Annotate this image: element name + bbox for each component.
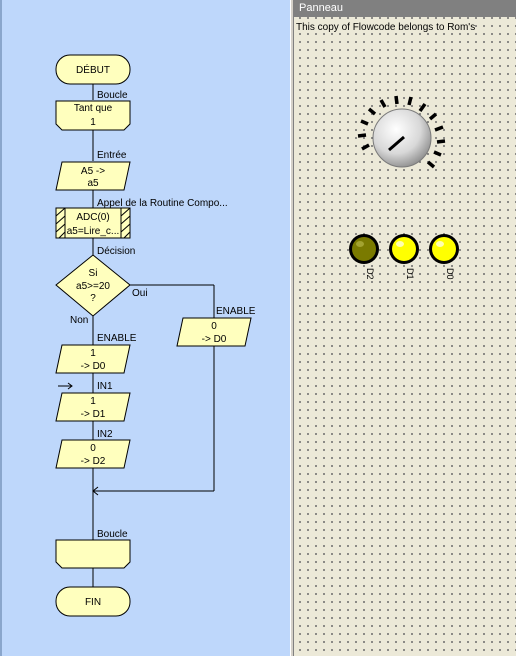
output-in1-label: IN1: [97, 381, 113, 392]
output-enable-right-label: ENABLE: [216, 306, 256, 317]
loop-condition-line2: 1: [90, 117, 96, 128]
decision-text-line2: a5>=20: [76, 281, 110, 292]
pane-splitter[interactable]: [290, 0, 294, 656]
loop-end-block[interactable]: [55, 539, 131, 569]
decision-text-line3: ?: [90, 293, 96, 304]
no-branch-label: Non: [70, 315, 88, 326]
macro-label: Appel de la Routine Compo...: [97, 198, 228, 209]
output-in2-line1: 0: [90, 443, 96, 454]
loop-label: Boucle: [97, 90, 128, 101]
led-d2: D2: [349, 234, 379, 280]
panel-title: Panneau: [294, 0, 516, 17]
input-text-line2: a5: [87, 178, 99, 189]
loop-end-label: Boucle: [97, 529, 128, 540]
output-in1-block[interactable]: [55, 392, 131, 422]
rotary-knob-icon[interactable]: [357, 95, 446, 169]
decision-label: Décision: [97, 246, 135, 257]
panel-window[interactable]: Panneau This copy of Flowcode belongs to…: [294, 0, 516, 656]
start-terminal[interactable]: [55, 54, 131, 85]
macro-block[interactable]: [55, 207, 131, 239]
input-label: Entrée: [97, 150, 127, 161]
macro-text-line2: a5=Lire_c...: [67, 226, 120, 237]
output-in2-label: IN2: [97, 429, 113, 440]
led-d2-label: D2: [365, 268, 375, 280]
output-enable-left-label: ENABLE: [97, 333, 137, 344]
output-enable-right-line1: 0: [211, 321, 217, 332]
output-enable-left-line1: 1: [90, 348, 96, 359]
flowchart-pane[interactable]: DÉBUT Boucle Tant que 1 Entrée A5 -> a5 …: [0, 0, 290, 656]
end-label: FIN: [85, 597, 101, 608]
decision-text-line1: Si: [89, 268, 98, 279]
led-d0: D0: [429, 234, 459, 280]
macro-text-line1: ADC(0): [76, 212, 109, 223]
output-in1-line1: 1: [90, 396, 96, 407]
output-enable-left-block[interactable]: [55, 344, 131, 374]
input-text-line1: A5 ->: [81, 166, 105, 177]
panel-components: D2 D1 D0: [349, 95, 459, 280]
output-enable-right-block[interactable]: [176, 317, 252, 347]
output-in1-line2: -> D1: [81, 409, 106, 420]
output-enable-left-line2: -> D0: [81, 361, 106, 372]
license-notice: This copy of Flowcode belongs to Rom's: [296, 22, 476, 33]
led-d1: D1: [389, 234, 419, 280]
loop-start-block[interactable]: [55, 100, 131, 131]
loop-condition-line1: Tant que: [74, 103, 113, 114]
end-terminal[interactable]: [55, 586, 131, 617]
yes-branch-label: Oui: [132, 288, 148, 299]
start-label: DÉBUT: [76, 63, 110, 76]
input-block[interactable]: [55, 161, 131, 191]
decision-block[interactable]: [55, 254, 131, 317]
output-in2-line2: -> D2: [81, 456, 106, 467]
flowchart-canvas[interactable]: DÉBUT Boucle Tant que 1 Entrée A5 -> a5 …: [2, 0, 292, 656]
led-d0-label: D0: [445, 268, 455, 280]
led-d1-label: D1: [405, 268, 415, 280]
output-enable-right-line2: -> D0: [202, 334, 227, 345]
output-in2-block[interactable]: [55, 439, 131, 469]
